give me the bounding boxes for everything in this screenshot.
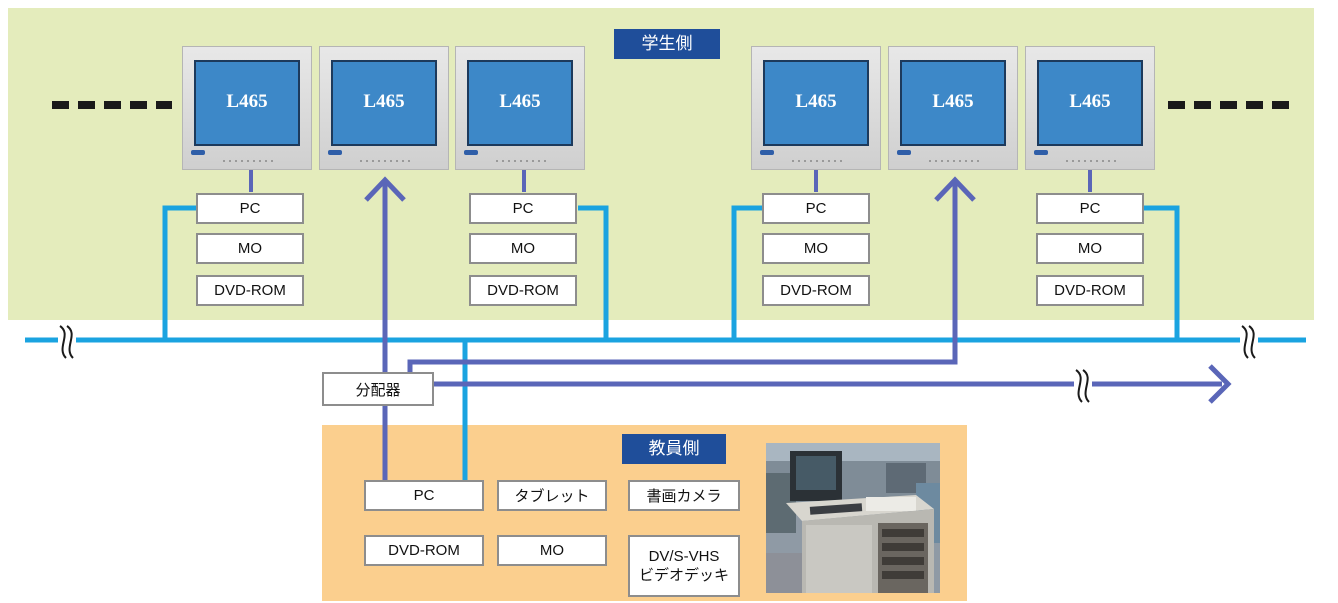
control-buttons	[929, 160, 979, 162]
control-buttons	[360, 160, 410, 162]
lan-link-pc-4	[1144, 205, 1180, 340]
brand-logo-icon	[191, 150, 205, 155]
control-buttons	[792, 160, 842, 162]
teacher-mo: MO	[497, 535, 607, 566]
teacher-side-title: 教員側	[622, 434, 726, 464]
student-dvd-rom: DVD-ROM	[196, 275, 304, 306]
student-mo: MO	[1036, 233, 1144, 264]
student-dvd-rom: DVD-ROM	[1036, 275, 1144, 306]
break-symbol-right	[1240, 324, 1258, 359]
monitor-screen: L465	[194, 60, 300, 146]
brand-logo-icon	[1034, 150, 1048, 155]
student-pc: PC	[469, 193, 577, 224]
video-line-right-monitor	[407, 182, 958, 378]
splitter: 分配器	[322, 372, 434, 406]
student-pc: PC	[1036, 193, 1144, 224]
video-deck-line-1: DV/S-VHS	[648, 548, 720, 565]
lan-link-pc-2	[578, 205, 609, 340]
monitor-screen: L465	[900, 60, 1006, 146]
video-arrowhead-1	[364, 176, 406, 202]
teacher-pc: PC	[364, 480, 484, 511]
break-symbol-video	[1074, 368, 1092, 403]
teacher-video-deck: DV/S-VHS ビデオデッキ	[628, 535, 740, 597]
student-pc: PC	[762, 193, 870, 224]
brand-logo-icon	[328, 150, 342, 155]
control-buttons	[223, 160, 273, 162]
monitor-5: L465	[888, 46, 1018, 170]
student-dvd-rom: DVD-ROM	[762, 275, 870, 306]
break-symbol-left	[58, 324, 76, 359]
student-dvd-rom: DVD-ROM	[469, 275, 577, 306]
student-side-title: 学生側	[614, 29, 720, 59]
control-buttons	[496, 160, 546, 162]
monitor-screen: L465	[467, 60, 573, 146]
teacher-document-camera: 書画カメラ	[628, 480, 740, 511]
lan-link-pc-3	[731, 205, 762, 340]
teacher-dvd-rom: DVD-ROM	[364, 535, 484, 566]
video-arrowhead-3	[1208, 364, 1232, 404]
student-mo: MO	[469, 233, 577, 264]
brand-logo-icon	[464, 150, 478, 155]
control-buttons	[1066, 160, 1116, 162]
video-deck-line-2: ビデオデッキ	[638, 567, 729, 584]
brand-logo-icon	[760, 150, 774, 155]
monitor-screen: L465	[331, 60, 437, 146]
continuation-dashes-left	[52, 101, 172, 109]
video-arrowhead-2	[934, 176, 976, 202]
monitor-4: L465	[751, 46, 881, 170]
teacher-station-photo	[766, 443, 940, 593]
monitor-6: L465	[1025, 46, 1155, 170]
student-mo: MO	[762, 233, 870, 264]
teacher-tablet: タブレット	[497, 480, 607, 511]
monitor-screen: L465	[763, 60, 869, 146]
student-mo: MO	[196, 233, 304, 264]
teacher-station-illustration	[766, 443, 940, 593]
continuation-dashes-right	[1168, 101, 1290, 109]
monitor-2: L465	[319, 46, 449, 170]
student-pc: PC	[196, 193, 304, 224]
monitor-3: L465	[455, 46, 585, 170]
monitor-screen: L465	[1037, 60, 1143, 146]
brand-logo-icon	[897, 150, 911, 155]
lan-link-pc-1	[162, 205, 196, 340]
monitor-1: L465	[182, 46, 312, 170]
